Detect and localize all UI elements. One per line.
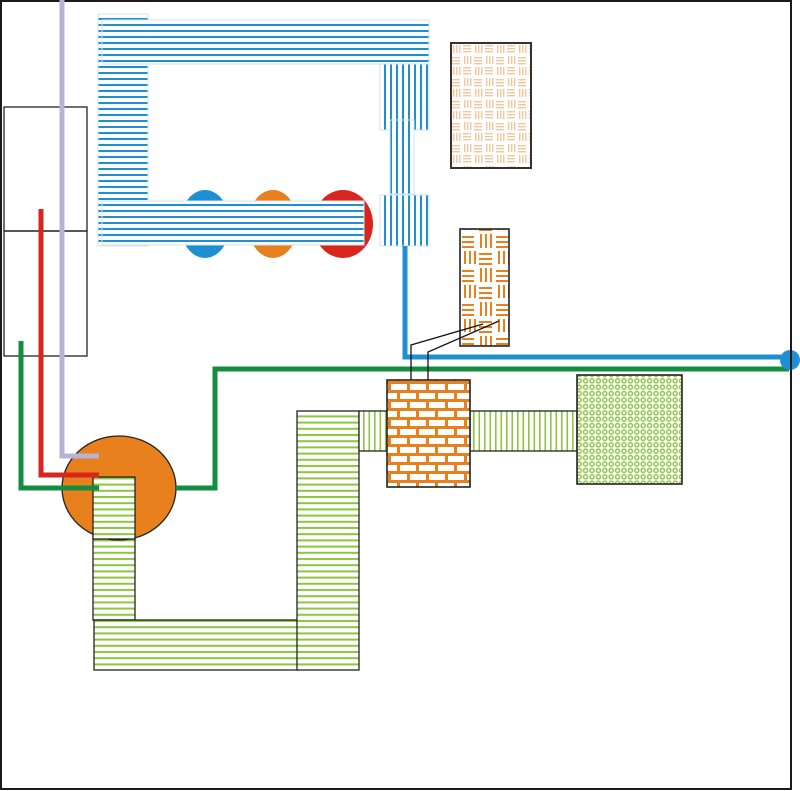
basketweave-box-small <box>459 228 510 347</box>
blue-duct-loop <box>97 13 430 247</box>
control-wire-2 <box>427 320 500 380</box>
pipe-red <box>38 209 99 478</box>
pipe-blue <box>402 246 789 360</box>
blue-riser-upper <box>379 63 430 131</box>
green-duct-left-riser-top <box>92 476 136 540</box>
pipe-green-main <box>176 366 789 491</box>
dotted-box <box>576 374 683 485</box>
green-duct <box>92 410 578 671</box>
blue-duct-bottom <box>101 200 365 246</box>
control-wires <box>410 320 500 380</box>
left-panel <box>3 106 88 357</box>
green-duct-right-riser <box>296 410 360 671</box>
blue-riser-lower <box>379 194 430 247</box>
green-duct-connector-left <box>358 410 389 452</box>
pipe-green-left <box>18 341 99 491</box>
green-duct-connector-right <box>469 410 578 452</box>
basketweave-box-large <box>450 42 532 169</box>
control-wire-1 <box>410 323 484 380</box>
pipes <box>18 0 800 491</box>
pipe-lavender <box>59 0 99 459</box>
blue-duct-top <box>101 19 430 65</box>
left-panel-lower <box>3 230 88 357</box>
green-duct-bottom <box>93 619 299 671</box>
blue-riser-middle <box>389 119 415 195</box>
brick-box <box>386 379 471 488</box>
